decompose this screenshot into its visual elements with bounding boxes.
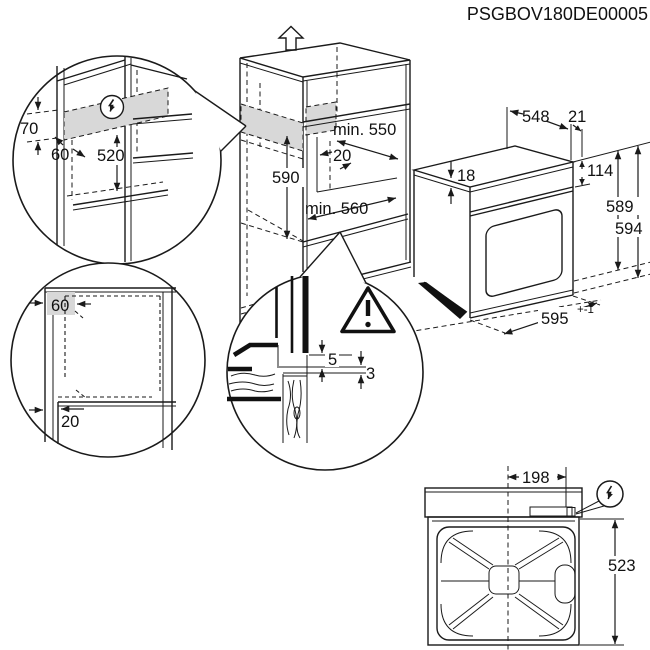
oven-height-dimensions: 589 594 bbox=[572, 141, 650, 294]
cabinet-dimensions: min. 550 20 590 min. 560 bbox=[269, 121, 399, 239]
arrow-up-icon bbox=[277, 25, 305, 51]
oven-base-plinth bbox=[418, 282, 467, 319]
oven-dimensions-drawing: 548 21 18 114 589 594 bbox=[407, 107, 650, 335]
control-panel-dimension: 114 bbox=[574, 161, 613, 188]
oven-top-dimensions: 548 21 bbox=[506, 107, 586, 160]
upper-detail-dimensions: 70 60 520 bbox=[20, 97, 125, 191]
lightning-bolt-icon-rear bbox=[575, 480, 624, 515]
oven-door-window bbox=[485, 209, 563, 297]
warning-triangle-icon bbox=[340, 286, 396, 334]
dim-terminal-height-label: 523 bbox=[608, 557, 636, 575]
clearance-dimensions: 5 3 bbox=[318, 340, 375, 389]
back-panel-embossing bbox=[436, 526, 576, 641]
dim-panel-height-label: 114 bbox=[587, 162, 613, 180]
dim-socket-zone-label: 60 bbox=[51, 297, 69, 315]
dim-door-overhang-label: 21 bbox=[568, 108, 586, 126]
dim-zone-depth-label: 60 bbox=[51, 146, 69, 164]
dim-top-recess-label: 18 bbox=[457, 167, 475, 185]
wood-grain-post bbox=[282, 355, 308, 443]
oven-top-recess-dimension: 18 bbox=[447, 161, 475, 204]
dim-oven-depth-label: 548 bbox=[522, 108, 550, 126]
connection-zone-band bbox=[241, 104, 303, 151]
front-clearance-detail: 5 3 bbox=[226, 231, 424, 471]
dim-rear-gap-label: 20 bbox=[333, 147, 351, 165]
wood-grain-left bbox=[227, 372, 281, 402]
socket-zone-square bbox=[47, 292, 75, 315]
lightning-bolt-icon bbox=[99, 94, 125, 120]
rear-view-dimensions: 198 523 bbox=[508, 467, 647, 646]
dim-overall-height-label: 594 bbox=[615, 220, 643, 238]
plan-detail-dimensions: 60 20 bbox=[29, 297, 91, 431]
dim-overall-width-label: 595 bbox=[541, 310, 569, 328]
dim-width-tolerance-label: +-1 bbox=[577, 304, 594, 316]
dim-niche-depth-label: min. 550 bbox=[333, 121, 396, 139]
dim-front-clearance-label: 20 bbox=[61, 413, 79, 431]
drawing-title: PSGBOV180DE00005 bbox=[467, 4, 648, 24]
dim-lower-gap-label: 3 bbox=[366, 365, 375, 383]
dim-zone-to-shelf-label: 520 bbox=[97, 147, 125, 165]
terminal-box bbox=[529, 506, 576, 517]
dim-niche-height-label: 590 bbox=[272, 169, 300, 187]
dim-upper-gap-label: 5 bbox=[328, 351, 337, 369]
rear-view-drawing: 198 523 bbox=[424, 466, 647, 650]
oven-width-dimension: 595 +-1 bbox=[469, 295, 601, 335]
plan-view-detail: 60 20 bbox=[10, 262, 206, 458]
dim-niche-width-label: min. 560 bbox=[305, 200, 368, 218]
dim-terminal-offset-label: 198 bbox=[522, 469, 550, 487]
dim-body-height-label: 589 bbox=[606, 198, 634, 216]
upper-connection-detail: 70 60 520 bbox=[12, 55, 247, 265]
dim-zone-height-label: 70 bbox=[20, 120, 38, 138]
